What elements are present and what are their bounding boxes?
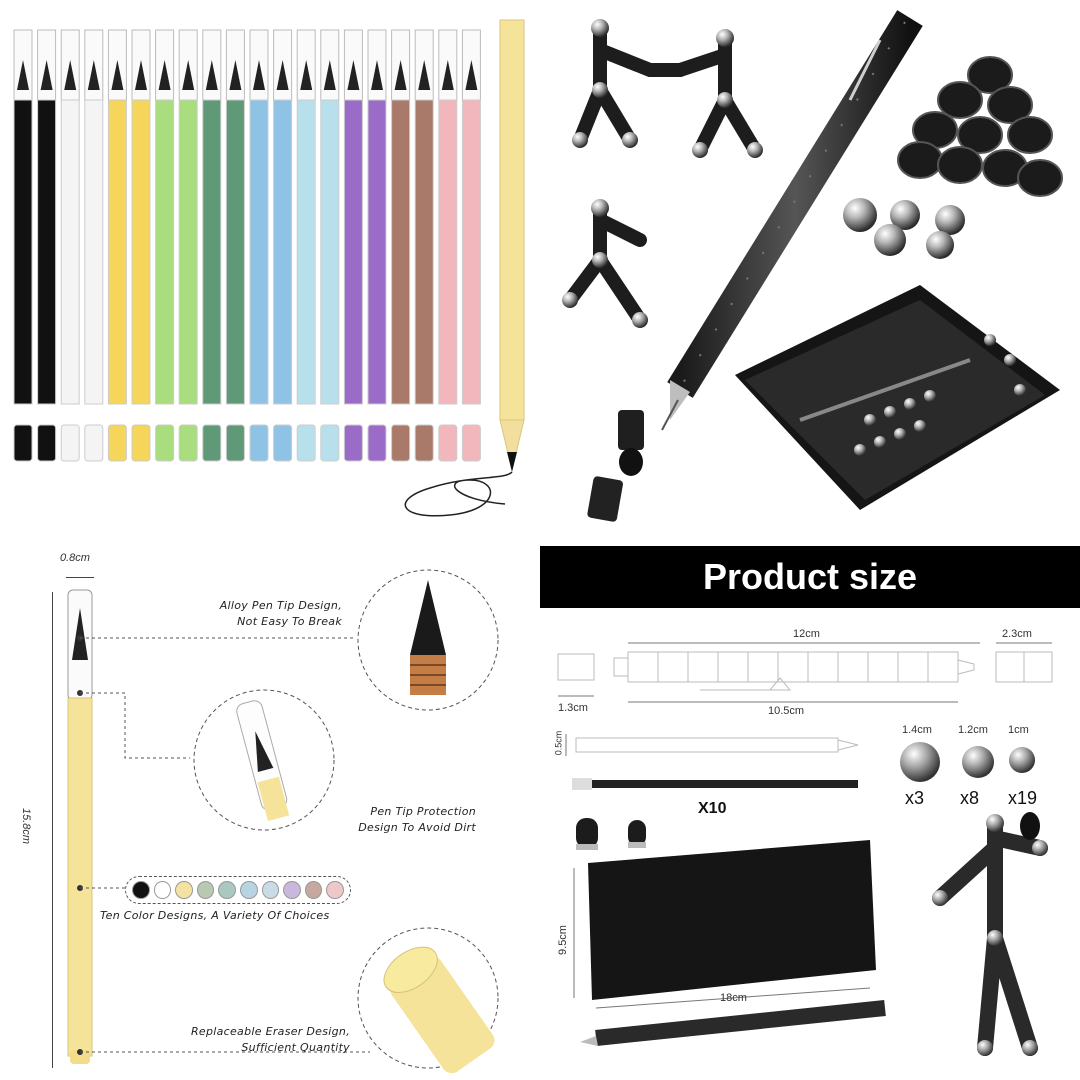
refill-diameter-label: 0.5cm [553, 730, 564, 756]
tip-callout-line-1: Alloy Pen Tip Design, [219, 599, 342, 612]
protection-callout: Pen Tip Protection Design To Avoid Dirt [290, 804, 476, 836]
pencil-item [391, 29, 411, 462]
pencil-item [107, 29, 127, 462]
product-size-banner: Product size [540, 546, 1080, 608]
ball-size-small: 1cm [1008, 724, 1029, 736]
color-swatch [175, 881, 193, 899]
colors-callout: Ten Color Designs, A Variety Of Choices [100, 909, 330, 922]
color-swatch [261, 881, 280, 899]
gift-box-icon [735, 285, 1060, 510]
refill-qty-label: X10 [698, 800, 727, 817]
width-dimension-line [66, 577, 94, 578]
pencil-item [367, 29, 387, 462]
length-dimension-line [52, 592, 53, 1068]
color-swatch [218, 881, 236, 899]
color-swatch [239, 881, 258, 899]
tip-callout-line-2: Not Easy To Break [237, 615, 342, 628]
magnetic-figure-icon [563, 23, 762, 327]
color-swatch [132, 881, 150, 899]
product-size-diagram [557, 642, 1053, 1056]
pencil-item [178, 29, 198, 462]
product-size-title: Product size [702, 556, 918, 597]
pencil-item [37, 29, 57, 462]
pencil-item [273, 29, 293, 462]
ball-size-large: 1.4cm [902, 724, 932, 736]
featured-pencil [404, 19, 525, 517]
ring-magnets-icon [897, 56, 1063, 197]
color-swatch [326, 881, 344, 899]
magnetic-pen-icon [661, 10, 923, 431]
pencil-item [343, 29, 363, 462]
pencil-item [131, 29, 151, 462]
eraser-callout-line-1: Replaceable Eraser Design, [190, 1025, 350, 1038]
pencil-set-panel [0, 0, 540, 540]
ball-qty-large: x3 [905, 788, 925, 808]
pencil-item [249, 29, 269, 462]
pen-length-label: 12cm [793, 628, 820, 640]
pencil-item [60, 29, 80, 462]
pencil-diagram [67, 569, 499, 1074]
pencil-item [13, 29, 33, 462]
inner-length-label: 10.5cm [768, 705, 805, 717]
pencil-set-illustration [13, 19, 525, 517]
pencil-detail-panel: 0.8cm 15.8cm [0, 540, 540, 1080]
color-swatch [153, 881, 172, 899]
protection-callout-line-1: Pen Tip Protection [370, 805, 476, 818]
pencil-item [202, 29, 222, 462]
magnetic-pen-illustration [562, 10, 1063, 522]
steel-balls-icon [843, 198, 965, 259]
cap-length-label: 2.3cm [1002, 628, 1032, 640]
color-swatch [196, 881, 215, 899]
protection-callout-line-2: Design To Avoid Dirt [358, 821, 476, 834]
stylus-tip-icon [587, 410, 644, 522]
ball-qty-small: x19 [1008, 788, 1038, 808]
pencil-item [320, 29, 340, 462]
pencil-item [438, 29, 458, 462]
pencil-item [414, 29, 434, 462]
pencil-item [155, 29, 175, 462]
ball-qty-medium: x8 [960, 788, 980, 808]
pencil-width-label: 0.8cm [60, 552, 90, 564]
end-cap-label: 1.3cm [558, 702, 588, 714]
box-length-label: 18cm [720, 992, 747, 1004]
pencil-item [225, 29, 245, 462]
eraser-callout: Replaceable Eraser Design, Sufficient Qu… [160, 1024, 350, 1056]
ball-size-medium: 1.2cm [958, 724, 988, 736]
product-size-panel: 12cm 2.3cm 1.3cm 10.5cm 0.5cm X10 1.4cm … [540, 608, 1080, 1080]
eraser-callout-line-2: Sufficient Quantity [241, 1041, 350, 1054]
color-swatches [125, 876, 351, 904]
pencil-item [461, 29, 481, 462]
pencil-item [296, 29, 316, 462]
magnetic-pen-panel [540, 0, 1080, 540]
color-swatch [304, 881, 323, 899]
box-height-label: 9.5cm [556, 925, 569, 955]
color-swatch [283, 881, 301, 899]
pencil-item [84, 29, 104, 462]
tip-callout: Alloy Pen Tip Design, Not Easy To Break [170, 598, 342, 630]
